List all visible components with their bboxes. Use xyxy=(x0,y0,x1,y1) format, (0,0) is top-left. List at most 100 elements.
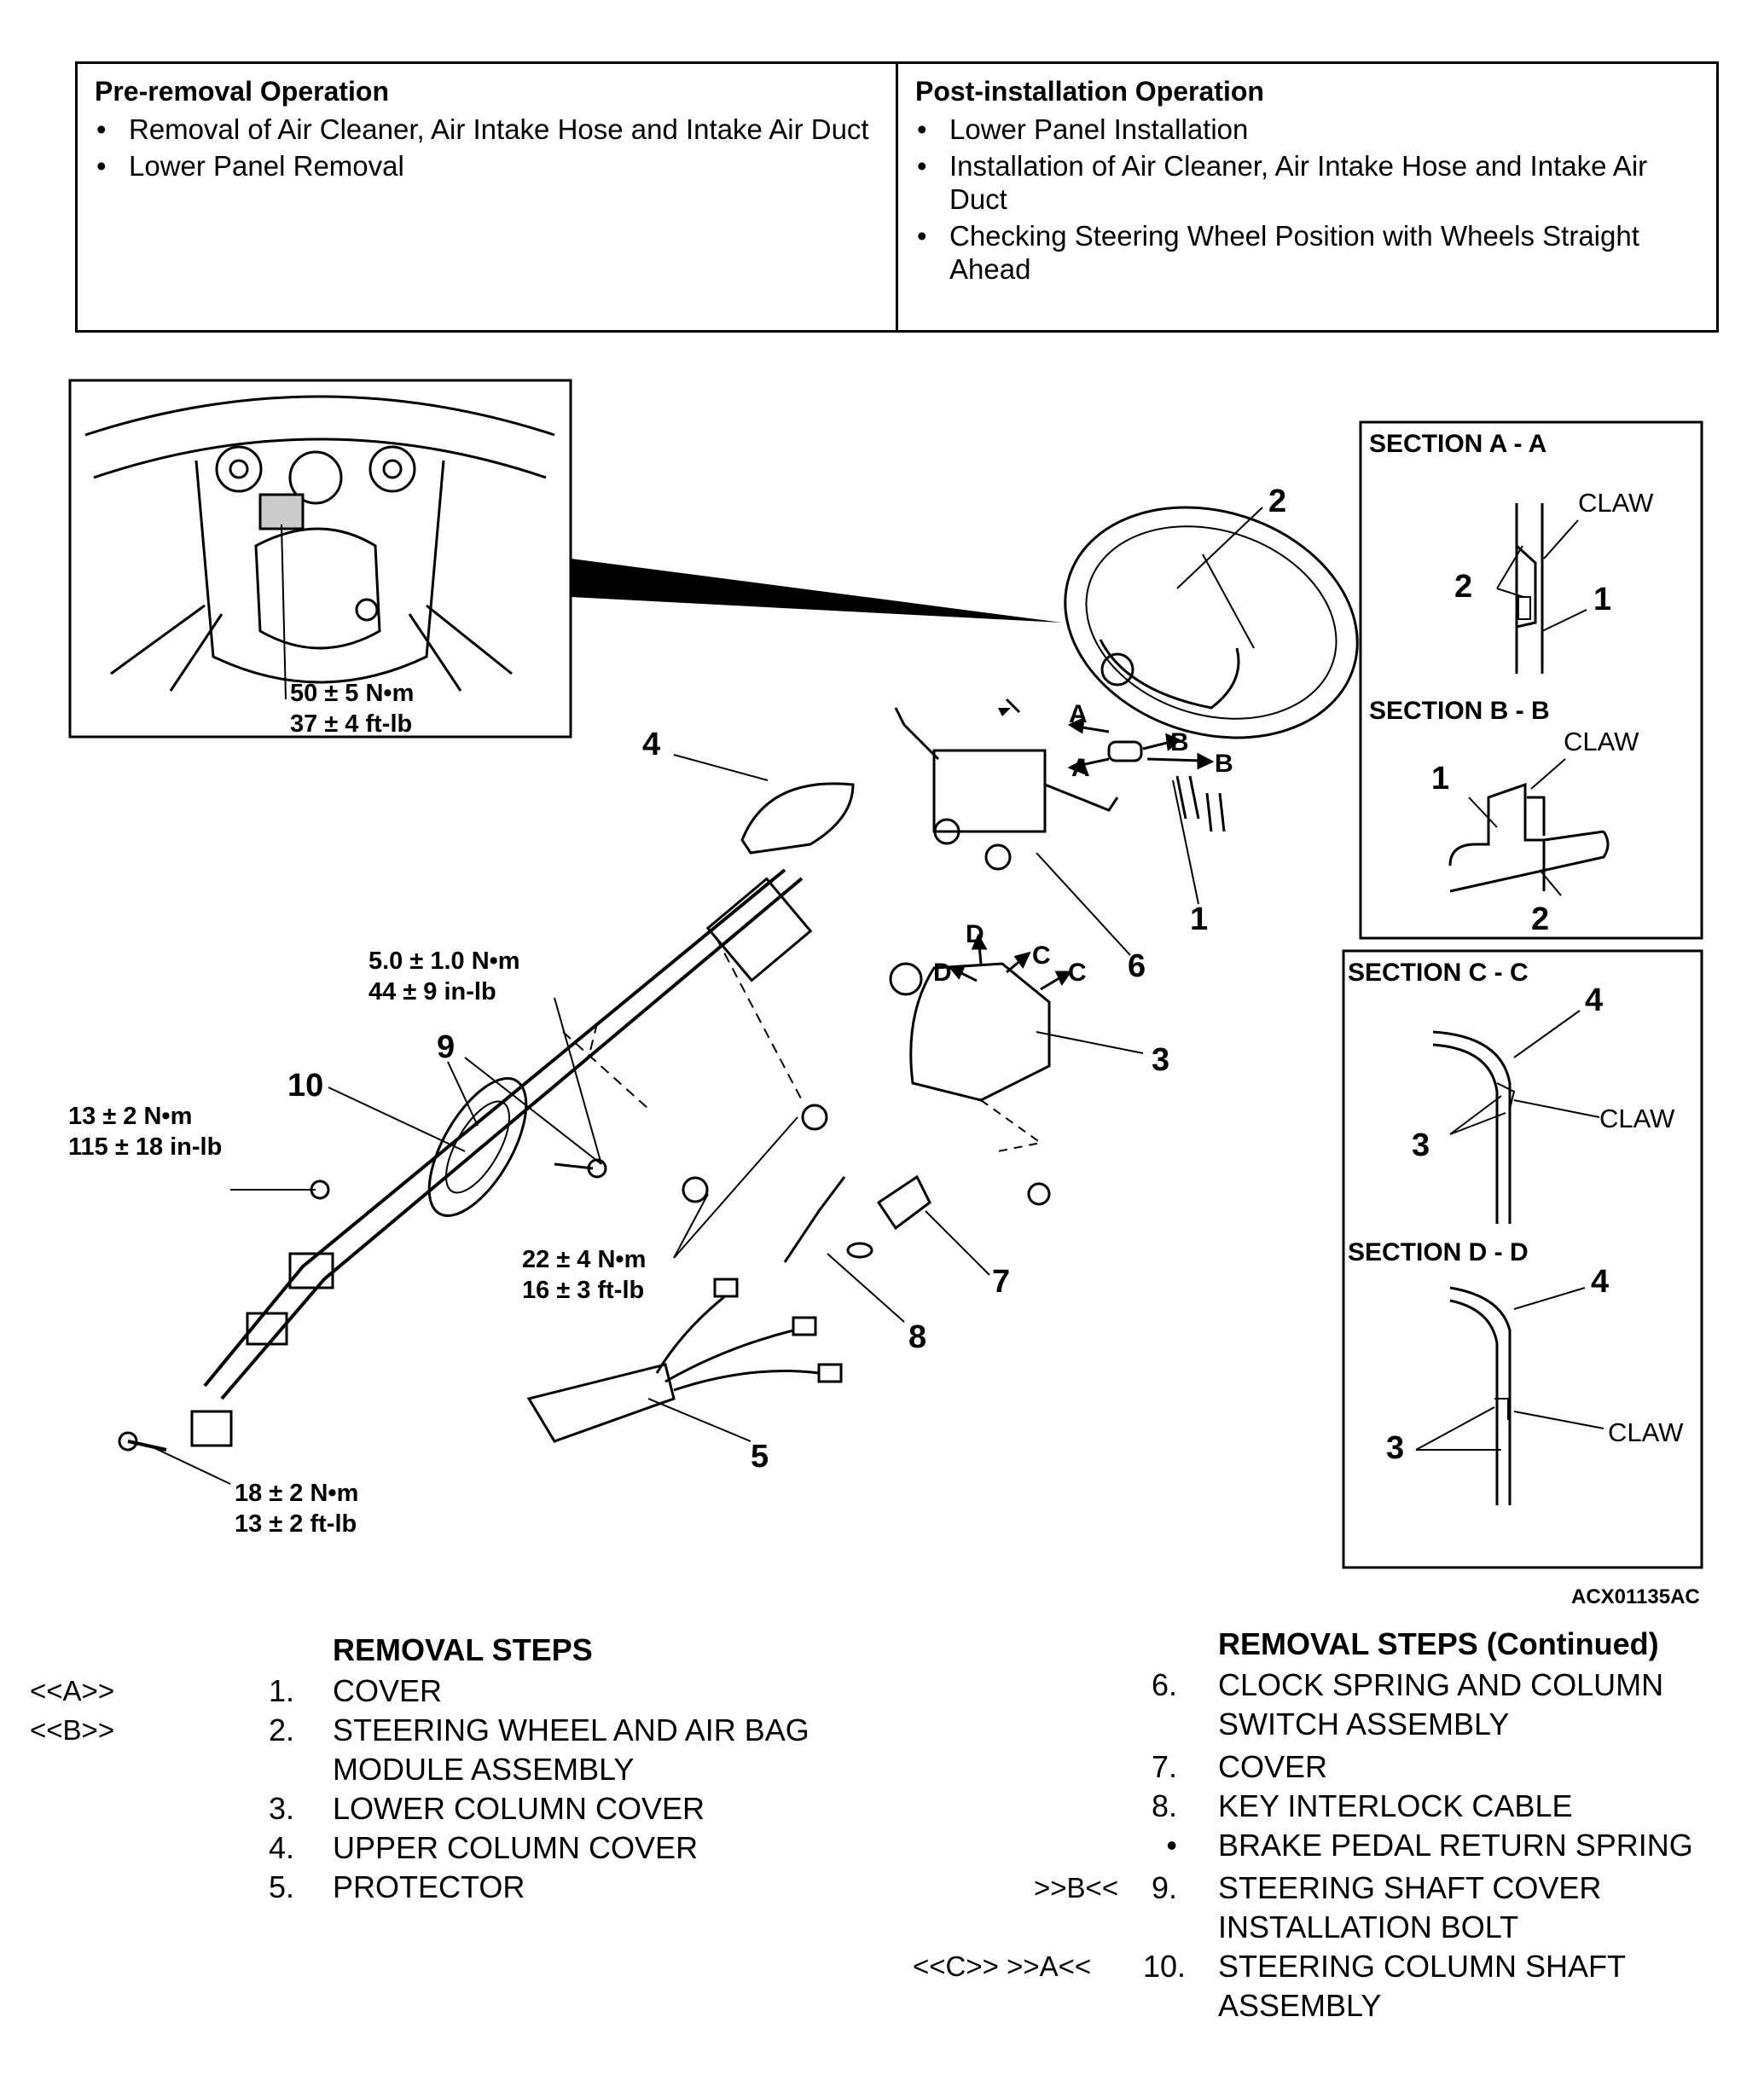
cover-clips-part xyxy=(1107,740,1226,832)
post-installation-item: Installation of Air Cleaner, Air Intake … xyxy=(917,149,1699,216)
section-d-claw: CLAW xyxy=(1608,1417,1684,1447)
step-text: LOWER COLUMN COVER xyxy=(333,1791,705,1826)
step-number: 1. xyxy=(268,1673,294,1708)
torque-labels: 5.0 ± 1.0 N•m 44 ± 9 in-lb 13 ± 2 N•m 11… xyxy=(68,947,646,1538)
arrow-letters: A A B B D D C C xyxy=(933,700,1233,987)
post-installation-item: Lower Panel Installation xyxy=(917,113,1699,146)
step-number: 3. xyxy=(268,1791,294,1826)
step-number: 5. xyxy=(268,1869,294,1904)
torque-shaft-cover-inlb: 44 ± 9 in-lb xyxy=(368,978,496,1005)
step-text: COVER xyxy=(333,1673,443,1708)
torque-column-nut-nm: 22 ± 4 N•m xyxy=(522,1246,646,1273)
torque-column-nut-ftlb: 16 ± 3 ft-lb xyxy=(522,1277,644,1304)
callout-6: 6 xyxy=(1128,948,1146,984)
step-number: 9. xyxy=(1151,1870,1177,1905)
section-a: SECTION A - A CLAW 2 1 SECTION B - B CLA… xyxy=(1359,420,1703,940)
column-switch-part xyxy=(894,698,1119,871)
torque-joint-ftlb: 13 ± 2 ft-lb xyxy=(235,1510,357,1538)
step-text: PROTECTOR xyxy=(333,1869,525,1904)
part-callouts: 1 2 3 4 5 6 7 8 9 10 xyxy=(287,484,1286,1475)
step-text: MODULE ASSEMBLY xyxy=(333,1752,635,1787)
section-c-d: SECTION C - C 4 CLAW 3 SECTION D - D 4 C… xyxy=(1342,949,1703,1569)
step-number: 7. xyxy=(1151,1749,1177,1784)
step-text: COVER xyxy=(1218,1749,1328,1784)
torque-column-nm: 13 ± 2 N•m xyxy=(68,1103,192,1130)
arrow-letter-a: A xyxy=(1069,700,1088,728)
callout-9: 9 xyxy=(437,1029,455,1065)
protector-part xyxy=(526,1278,843,1443)
callout-2: 2 xyxy=(1268,484,1286,519)
ref-code: <<B>> xyxy=(30,1714,115,1746)
torque-joint-nm: 18 ± 2 N•m xyxy=(235,1480,358,1507)
post-installation-item: Checking Steering Wheel Position with Wh… xyxy=(917,219,1699,286)
arrow-letter-b: B xyxy=(1215,750,1233,778)
step-text: BRAKE PEDAL RETURN SPRING xyxy=(1218,1828,1693,1863)
removal-steps-right: REMOVAL STEPS (Continued) 6. CLOCK SPRIN… xyxy=(904,1625,1757,2025)
removal-steps-left: REMOVAL STEPS <<A>> 1. COVER <<B>> 2. ST… xyxy=(26,1631,879,1907)
step-number: 6. xyxy=(1151,1667,1177,1702)
removal-steps-continued-title: REMOVAL STEPS (Continued) xyxy=(1218,1626,1659,1661)
step-text: STEERING COLUMN SHAFT xyxy=(1218,1949,1627,1984)
step-text: UPPER COLUMN COVER xyxy=(333,1830,699,1865)
step-number: 4. xyxy=(268,1830,294,1865)
torque-column-inlb: 115 ± 18 in-lb xyxy=(68,1133,222,1161)
arrow-letter-c: C xyxy=(1068,959,1087,987)
section-a-claw: CLAW xyxy=(1578,488,1654,518)
section-a-num-2: 2 xyxy=(1454,569,1472,605)
section-d-title: SECTION D - D xyxy=(1348,1238,1529,1266)
key-interlock-cable-part xyxy=(783,1176,873,1263)
inset-leader xyxy=(571,559,1062,623)
step-text: KEY INTERLOCK CABLE xyxy=(1218,1788,1573,1823)
section-b-num-1: 1 xyxy=(1431,761,1449,797)
section-b-title: SECTION B - B xyxy=(1369,697,1550,725)
ref-code: >>B<< xyxy=(1034,1872,1119,1904)
section-d-num-3: 3 xyxy=(1386,1430,1404,1466)
lower-column-cover-part xyxy=(889,962,1051,1206)
arrow-letter-d: D xyxy=(933,959,952,987)
pre-removal-item: Removal of Air Cleaner, Air Intake Hose … xyxy=(96,113,879,146)
step-text: STEERING SHAFT COVER xyxy=(1218,1870,1602,1905)
section-a-num-1: 1 xyxy=(1593,582,1611,617)
direction-arrows xyxy=(949,716,1215,991)
section-d-num-4: 4 xyxy=(1591,1264,1609,1300)
section-c-title: SECTION C - C xyxy=(1348,959,1529,987)
ref-code: <<A>> xyxy=(30,1675,115,1707)
post-installation-list: Lower Panel Installation Installation of… xyxy=(915,113,1699,286)
section-c-num-4: 4 xyxy=(1585,982,1603,1018)
pre-removal-column: Pre-removal Operation Removal of Air Cle… xyxy=(78,64,896,330)
section-a-title: SECTION A - A xyxy=(1369,430,1546,458)
step-text: CLOCK SPRING AND COLUMN xyxy=(1218,1667,1664,1702)
arrow-letter-d: D xyxy=(966,920,984,948)
operations-table: Pre-removal Operation Removal of Air Cle… xyxy=(75,61,1719,333)
arrow-letter-a: A xyxy=(1071,754,1090,782)
callout-1: 1 xyxy=(1190,901,1208,937)
wheel-torque-ftlb: 37 ± 4 ft-lb xyxy=(290,710,412,738)
step-text: INSTALLATION BOLT xyxy=(1218,1909,1519,1944)
section-b-num-2: 2 xyxy=(1531,901,1549,937)
torque-shaft-cover-nm: 5.0 ± 1.0 N•m xyxy=(368,947,520,975)
callout-8: 8 xyxy=(908,1319,926,1355)
step-number: 2. xyxy=(268,1712,294,1747)
pre-removal-item: Lower Panel Removal xyxy=(96,149,879,183)
wheel-torque-nm: 50 ± 5 N•m xyxy=(290,680,414,707)
step-text: ASSEMBLY xyxy=(1218,1988,1382,2023)
callout-7: 7 xyxy=(992,1264,1010,1300)
step-number: 10. xyxy=(1142,1949,1186,1984)
figure-id: ACX01135AC xyxy=(1571,1585,1700,1608)
callout-3: 3 xyxy=(1152,1042,1169,1078)
cover-7-part xyxy=(876,1174,931,1231)
callout-leaders xyxy=(148,507,1263,1485)
section-b-claw: CLAW xyxy=(1564,727,1639,756)
ref-code: <<C>> >>A<< xyxy=(913,1950,1092,1982)
step-number: 8. xyxy=(1151,1788,1177,1823)
steering-wheel-inset: 50 ± 5 N•m 37 ± 4 ft-lb xyxy=(68,379,572,739)
pre-removal-list: Removal of Air Cleaner, Air Intake Hose … xyxy=(95,113,879,183)
pre-removal-title: Pre-removal Operation xyxy=(95,76,389,107)
removal-steps-title: REMOVAL STEPS xyxy=(333,1632,593,1667)
section-c-num-3: 3 xyxy=(1412,1127,1430,1163)
post-installation-column: Post-installation Operation Lower Panel … xyxy=(896,64,1716,330)
step-bullet: • xyxy=(1166,1828,1177,1863)
section-c-claw: CLAW xyxy=(1599,1104,1675,1133)
arrow-letter-b: B xyxy=(1170,728,1189,756)
